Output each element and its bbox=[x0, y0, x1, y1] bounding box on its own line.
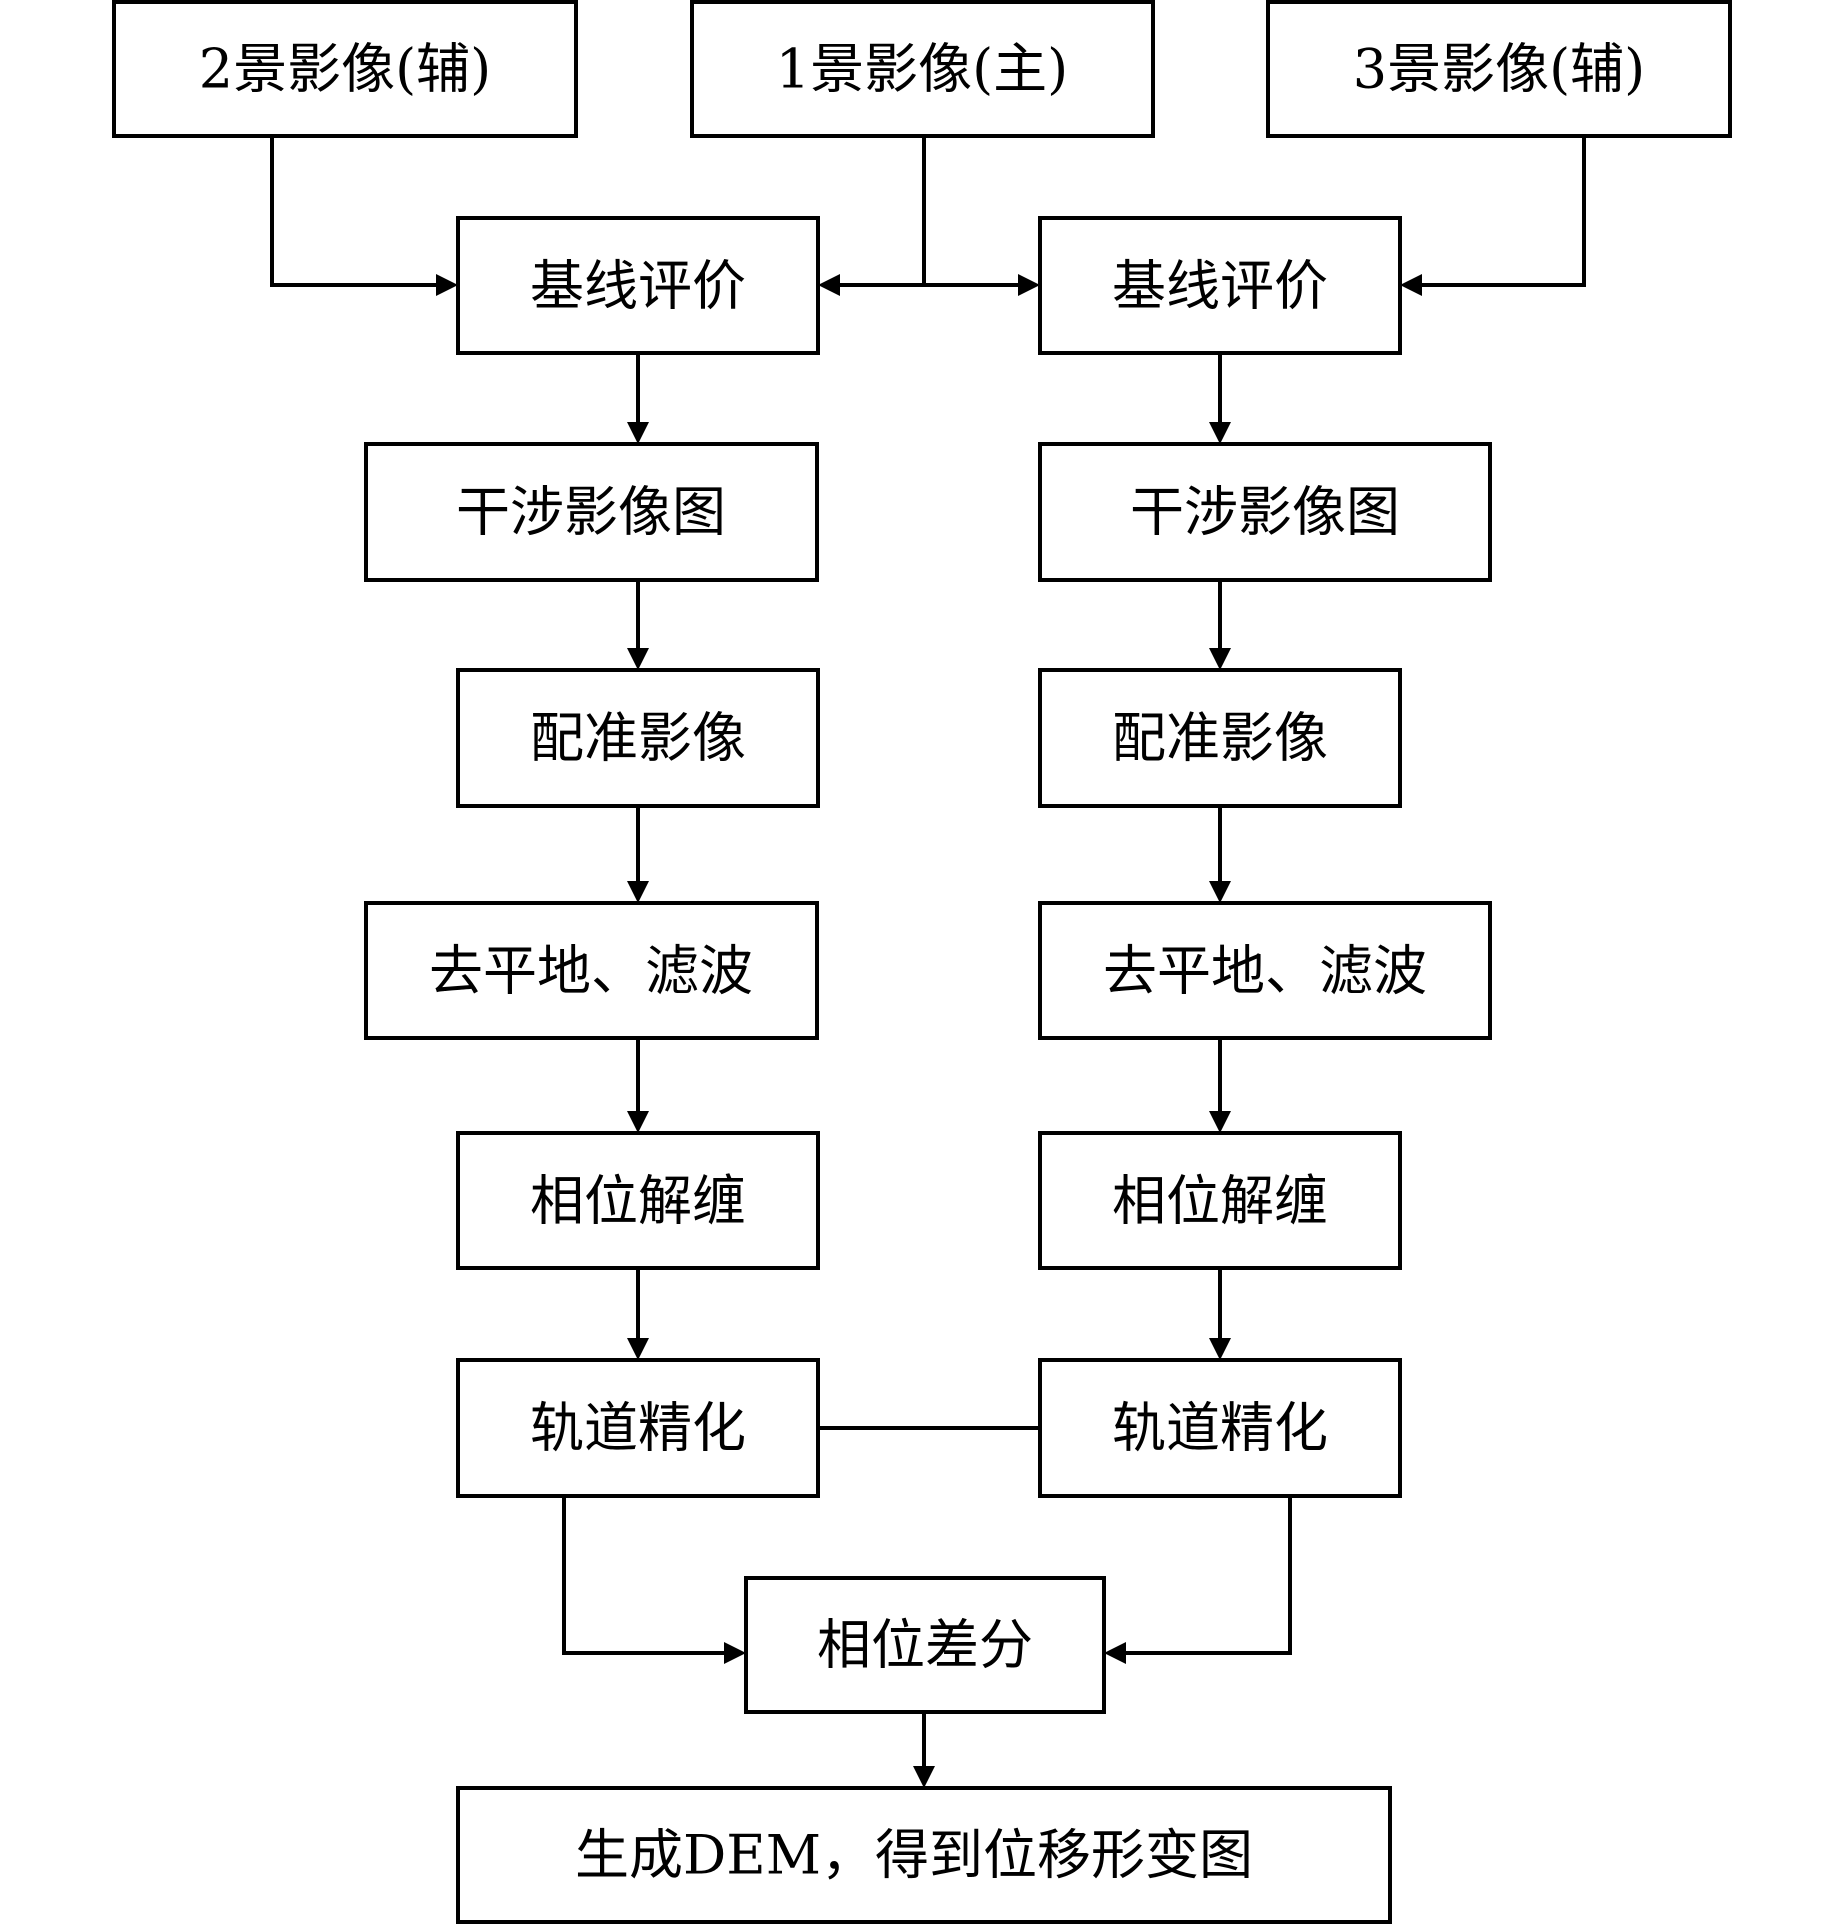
arrowhead-icon bbox=[1018, 274, 1040, 296]
node-label: 基线评价 bbox=[530, 255, 746, 318]
arrowhead-icon bbox=[627, 1338, 649, 1360]
node-image-3-auxiliary: 3景影像(辅) bbox=[1266, 0, 1732, 138]
arrowhead-icon bbox=[627, 648, 649, 670]
node-phase-unwrapping-right: 相位解缠 bbox=[1038, 1131, 1402, 1270]
node-label: 1景影像(主) bbox=[776, 38, 1069, 101]
node-output-dem-deformation: 生成DEM，得到位移形变图 bbox=[456, 1786, 1392, 1924]
edge-orbit-left-to-diff bbox=[562, 1496, 726, 1655]
node-interferogram-left: 干涉影像图 bbox=[364, 442, 819, 582]
arrowhead-icon bbox=[627, 881, 649, 903]
node-baseline-evaluation-right: 基线评价 bbox=[1038, 216, 1402, 355]
arrowhead-icon bbox=[818, 274, 840, 296]
arrowhead-icon bbox=[1209, 422, 1231, 444]
arrowhead-icon bbox=[913, 1766, 935, 1788]
node-orbit-refinement-left: 轨道精化 bbox=[456, 1358, 820, 1498]
arrowhead-icon bbox=[627, 1111, 649, 1133]
node-label: 相位解缠 bbox=[1112, 1170, 1328, 1233]
arrowhead-icon bbox=[1209, 648, 1231, 670]
node-flatten-filter-right: 去平地、滤波 bbox=[1038, 901, 1492, 1040]
node-label: 干涉影像图 bbox=[456, 481, 726, 544]
node-label: 3景影像(辅) bbox=[1353, 38, 1646, 101]
node-label: 去平地、滤波 bbox=[429, 940, 753, 1003]
arrowhead-icon bbox=[724, 1642, 746, 1664]
node-label: 基线评价 bbox=[1112, 255, 1328, 318]
arrowhead-icon bbox=[436, 274, 458, 296]
node-label: 2景影像(辅) bbox=[199, 38, 492, 101]
nodes: 2景影像(辅) 1景影像(主) 3景影像(辅) 基线评价 干涉影像图 配准影像 … bbox=[112, 0, 1732, 1924]
arrowhead-icon bbox=[1209, 1338, 1231, 1360]
edges bbox=[270, 136, 1586, 1788]
node-label: 轨道精化 bbox=[1112, 1397, 1328, 1460]
node-interferogram-right: 干涉影像图 bbox=[1038, 442, 1492, 582]
node-label: 去平地、滤波 bbox=[1103, 940, 1427, 1003]
node-label: 相位差分 bbox=[817, 1614, 1033, 1677]
node-orbit-refinement-right: 轨道精化 bbox=[1038, 1358, 1402, 1498]
node-image-2-auxiliary: 2景影像(辅) bbox=[112, 0, 578, 138]
node-flatten-filter-left: 去平地、滤波 bbox=[364, 901, 819, 1040]
arrowhead-icon bbox=[627, 422, 649, 444]
node-label: 生成DEM，得到位移形变图 bbox=[575, 1824, 1253, 1887]
node-coregistration-right: 配准影像 bbox=[1038, 668, 1402, 808]
arrowhead-icon bbox=[1400, 274, 1422, 296]
node-baseline-evaluation-left: 基线评价 bbox=[456, 216, 820, 355]
node-label: 配准影像 bbox=[1112, 707, 1328, 770]
node-coregistration-left: 配准影像 bbox=[456, 668, 820, 808]
edge-img3-to-baseline-right bbox=[1420, 136, 1586, 287]
node-label: 干涉影像图 bbox=[1130, 481, 1400, 544]
arrowhead-icon bbox=[1104, 1642, 1126, 1664]
edge-orbit-right-to-diff bbox=[1124, 1496, 1292, 1655]
node-label: 相位解缠 bbox=[530, 1170, 746, 1233]
edge-img2-to-baseline-left bbox=[270, 136, 438, 287]
arrowhead-icon bbox=[1209, 881, 1231, 903]
node-label: 轨道精化 bbox=[530, 1397, 746, 1460]
node-label: 配准影像 bbox=[530, 707, 746, 770]
node-phase-unwrapping-left: 相位解缠 bbox=[456, 1131, 820, 1270]
arrowhead-icon bbox=[1209, 1111, 1231, 1133]
node-image-1-master: 1景影像(主) bbox=[690, 0, 1155, 138]
node-phase-difference: 相位差分 bbox=[744, 1576, 1106, 1714]
